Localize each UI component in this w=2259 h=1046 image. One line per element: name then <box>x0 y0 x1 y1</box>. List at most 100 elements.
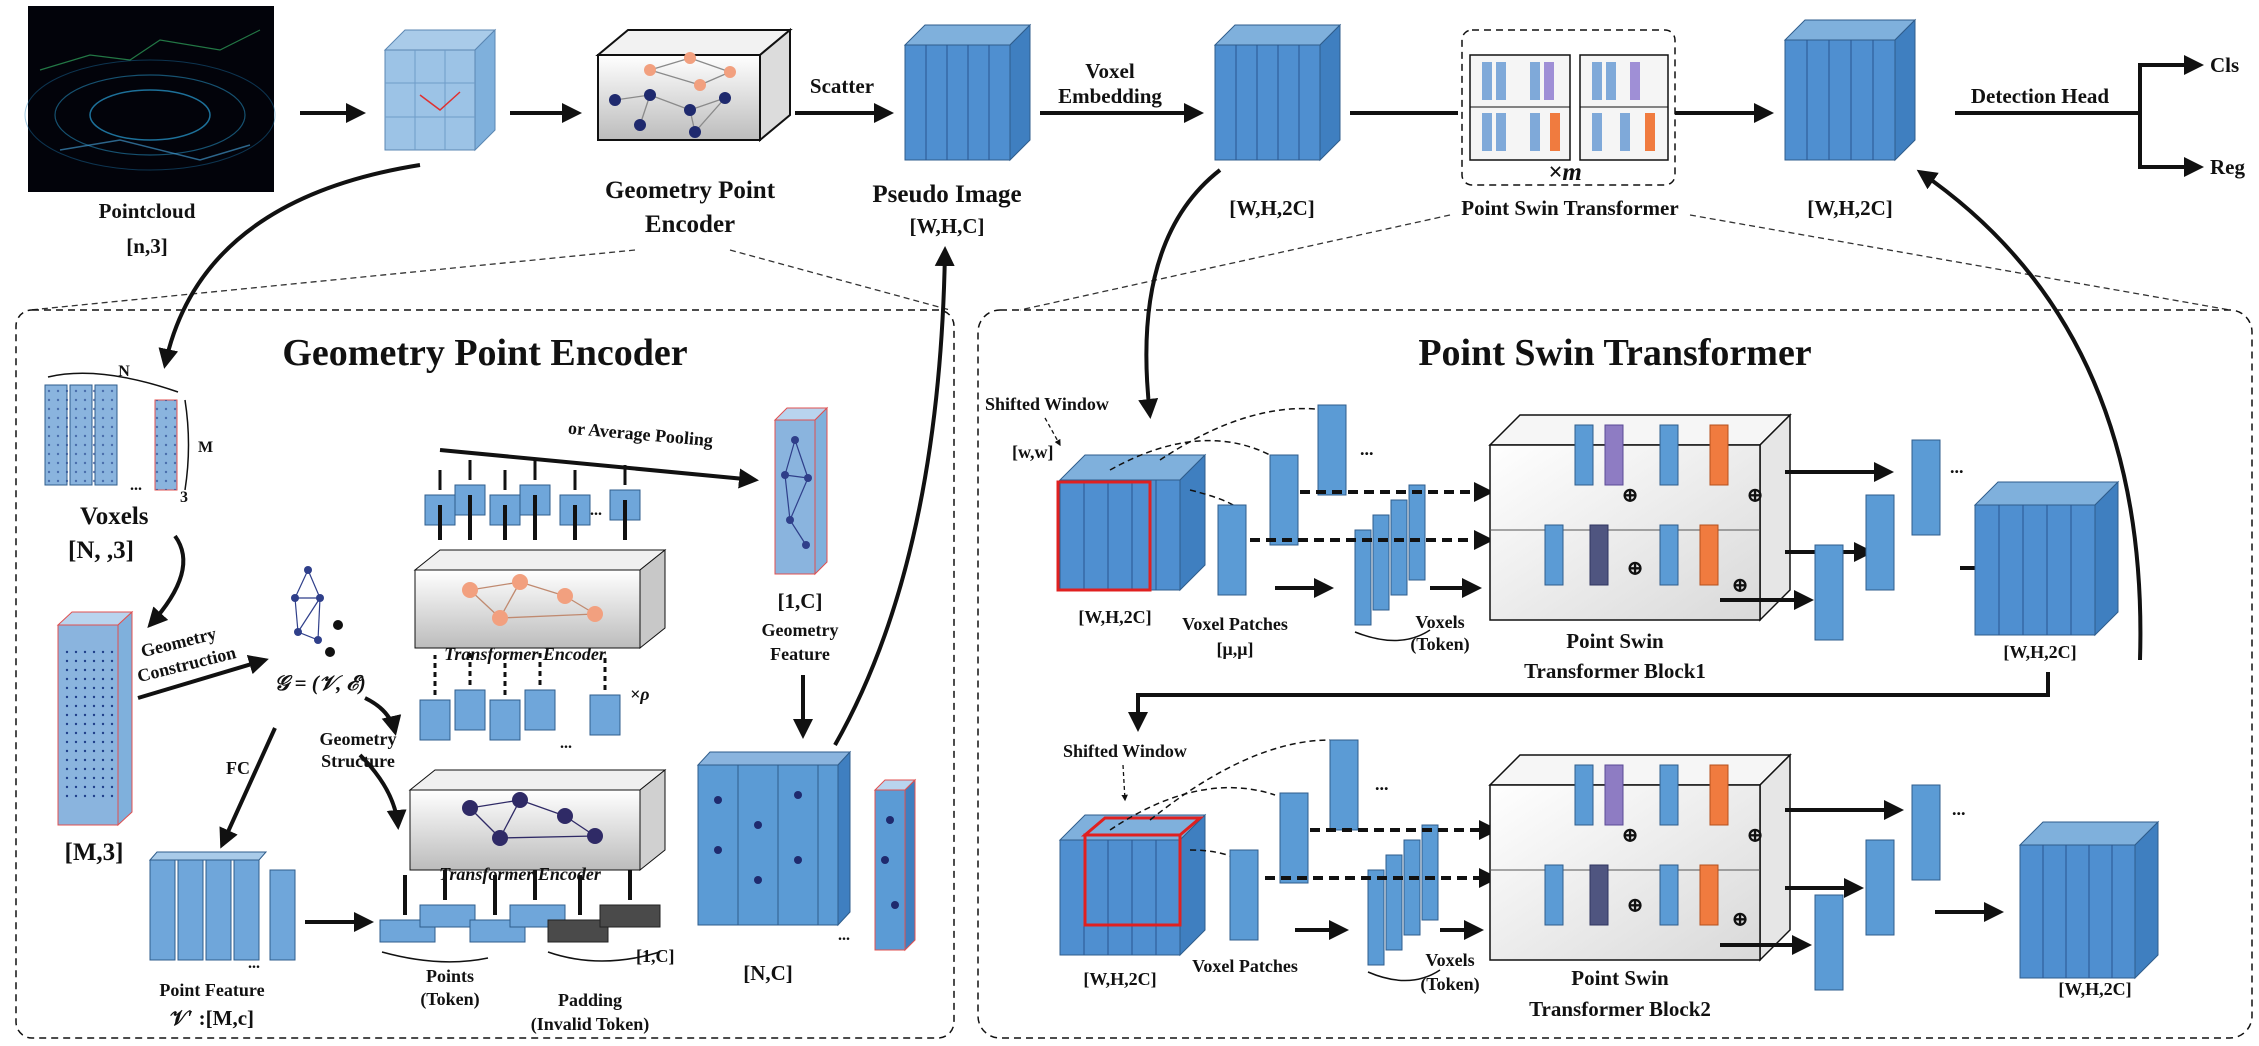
voxels-m: M <box>198 439 213 456</box>
pad-shape: [1,C] <box>636 946 675 966</box>
voxels-label: Voxels <box>80 503 149 530</box>
mid-tokens <box>419 650 621 741</box>
plus-1a: ⊕ <box>1621 483 1639 507</box>
block2-line1: Point Swin <box>1571 966 1669 990</box>
arrow-geometry-construction <box>137 655 269 700</box>
window-size-label: [w,w] <box>1012 442 1054 462</box>
shifted-window-label-2: Shifted Window <box>1063 741 1187 761</box>
block1-line2: Transformer Block1 <box>1524 659 1706 683</box>
pst-mini-box <box>1461 29 1676 186</box>
arrow-reg <box>2138 113 2204 177</box>
voxels-token2-line1: Voxels <box>1425 950 1474 970</box>
transformer-encoder-lower <box>408 768 667 872</box>
arrow-pooling <box>439 448 759 489</box>
arrow-voxel-to-m3 <box>147 534 186 628</box>
repeat-label: ×m <box>1548 159 1582 186</box>
m3-column <box>56 610 134 827</box>
padding-line2: (Invalid Token) <box>531 1014 650 1035</box>
block1-line1: Point Swin <box>1566 629 1664 653</box>
gpe-label-line1: Geometry Point <box>605 177 776 204</box>
arrow-nc-to-pseudo-image <box>833 246 955 746</box>
block2-line2: Transformer Block2 <box>1529 997 1711 1021</box>
plus-1c: ⊕ <box>1626 556 1644 580</box>
voxel-patches-2 <box>1229 739 1359 941</box>
plus-2d: ⊕ <box>1731 907 1749 931</box>
transformer-encoder-lower-label: Transformer Encoder <box>439 864 602 884</box>
transformer-encoder-upper-label: Transformer Encoder <box>444 644 607 664</box>
block2-out-cube <box>2018 820 2160 980</box>
voxel-patches-label: Voxel Patches <box>1182 614 1288 634</box>
points-token-line1: Points <box>426 966 474 986</box>
plus-1d: ⊕ <box>1731 573 1749 597</box>
point-tokens <box>379 868 661 943</box>
voxels-token-line2: (Token) <box>1410 634 1469 655</box>
top-pipeline: Pointcloud [n,3] <box>24 6 2245 258</box>
gpe-title: Geometry Point Encoder <box>282 332 687 374</box>
dashed-arrows-1 <box>1250 482 1494 550</box>
plus-1b: ⊕ <box>1746 483 1764 507</box>
block1-out-cube <box>1973 480 2120 637</box>
nc-stack <box>696 750 917 952</box>
block2-out-patches <box>1814 784 1941 991</box>
fc-label: FC <box>226 758 250 778</box>
voxel-embedding-line1: Voxel <box>1085 59 1135 83</box>
final-shape: [W,H,2C] <box>2058 979 2131 999</box>
shifted-window-label: Shifted Window <box>985 394 1109 414</box>
output-cube <box>1783 18 1917 162</box>
scatter-label: Scatter <box>810 74 874 98</box>
points-token-line2: (Token) <box>420 989 479 1010</box>
arrow-voxel-to-gpe-panel <box>158 163 421 369</box>
voxels-shape: [N, ,3] <box>68 537 134 564</box>
nc-label: [N,C] <box>743 961 793 985</box>
arrow-cls <box>2138 55 2204 113</box>
pst-block-1 <box>1488 413 1792 622</box>
voxel-tokens-2 <box>1367 824 1439 966</box>
voxel-tokens-1 <box>1354 484 1426 626</box>
arrow-emb-to-pst-panel <box>1138 168 1222 419</box>
zoom-guides <box>29 214 2231 311</box>
pst-label: Point Swin Transformer <box>1461 196 1678 220</box>
pst-in-shape-1: [W,H,2C] <box>1078 607 1151 627</box>
pst-block-2 <box>1488 753 1792 962</box>
transformer-encoder-upper <box>413 548 667 650</box>
patch-dashes-2 <box>1109 739 1331 861</box>
arrow-fc <box>219 727 277 849</box>
pst-title: Point Swin Transformer <box>1418 332 1811 374</box>
nc-dots: ... <box>838 927 850 944</box>
gpe-box <box>595 27 793 143</box>
gpe-panel: Geometry Point Encoder N M 3 ... Voxels … <box>15 246 955 1039</box>
out-dots-1: ... <box>1950 457 1964 477</box>
geometry-structure-line1: Geometry <box>320 729 397 749</box>
voxel-embedding-line2: Embedding <box>1058 84 1162 108</box>
point-feature-dots: ... <box>248 955 260 972</box>
arrow-block1-to-block2 <box>1128 672 2050 732</box>
plus-2b: ⊕ <box>1746 823 1764 847</box>
pst-input-cube-2 <box>1058 813 1207 957</box>
arrow-geometry-structure <box>358 753 407 830</box>
voxels-stack <box>44 372 190 491</box>
graph-formula: 𝒢 = (𝒱, ℰ) <box>274 671 365 695</box>
pst-input-cube-1 <box>1056 453 1207 592</box>
pst-panel: Point Swin Transformer Shifted Window [w… <box>977 309 2253 1039</box>
voxelized-cube <box>383 28 497 152</box>
patch-size-label: [μ,μ] <box>1217 639 1254 659</box>
pooling-label: or Average Pooling <box>567 418 714 451</box>
arrow-final-to-output <box>1916 169 2143 661</box>
voxel-patches-label-2: Voxel Patches <box>1192 956 1298 976</box>
patches-dots-2: ... <box>1375 774 1389 794</box>
embedded-cube <box>1213 23 1342 162</box>
block1-out-patches <box>1814 439 1941 641</box>
padding-line1: Padding <box>558 990 622 1010</box>
arrow-graph-down <box>364 696 402 736</box>
cls-label: Cls <box>2210 53 2239 77</box>
voxels-n: N <box>118 363 130 380</box>
point-feature-stack <box>148 851 296 961</box>
pst-in-shape-2: [W,H,2C] <box>1083 969 1156 989</box>
pseudo-image-shape: [W,H,C] <box>909 214 984 238</box>
emb-shape: [W,H,2C] <box>1229 196 1315 220</box>
pointcloud-image <box>24 6 276 192</box>
voxels-three: 3 <box>180 489 188 506</box>
pointcloud-shape: [n,3] <box>126 234 167 258</box>
voxels-token2-line2: (Token) <box>1420 974 1479 995</box>
